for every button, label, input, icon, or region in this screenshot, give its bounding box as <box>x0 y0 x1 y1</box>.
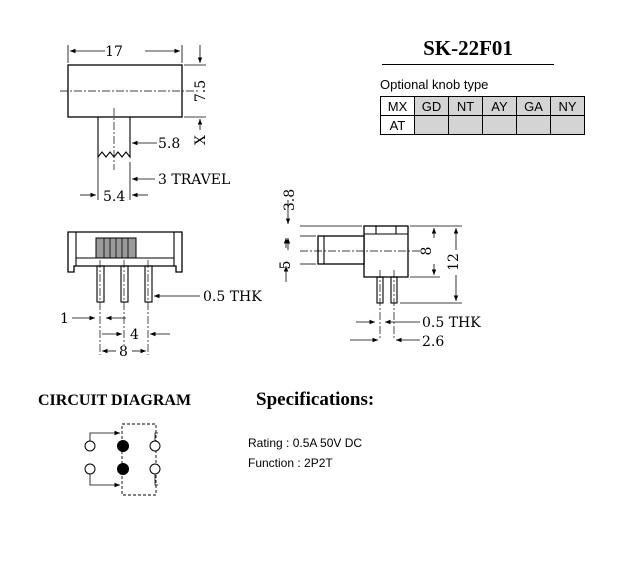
dim-pin-width: 1 <box>60 311 69 327</box>
knob-cell: NT <box>448 96 483 116</box>
dim-x-mark: X <box>193 135 209 145</box>
knob-cell: AY <box>482 96 517 116</box>
terminal-right-top <box>149 440 161 452</box>
knob-cell: MX <box>380 96 415 116</box>
dim-actuator: 5.8 <box>158 136 180 152</box>
knob-cell <box>414 115 449 135</box>
knob-cell <box>448 115 483 135</box>
knob-cell <box>482 115 517 135</box>
model-underline <box>382 64 554 65</box>
circuit-diagram-title: CIRCUIT DIAGRAM <box>38 392 192 409</box>
front-view: 0.5 THK 1 4 8 <box>60 231 262 360</box>
dim-height: 7.5 <box>193 80 209 102</box>
dim-front-thk: 0.5 THK <box>203 289 262 305</box>
knob-cell <box>516 115 551 135</box>
dim-offset: 5.4 <box>103 189 125 205</box>
knob-cell: NY <box>550 96 585 116</box>
dim-side-thk: 0.5 THK <box>422 315 481 331</box>
dim-width: 17 <box>105 44 123 60</box>
knob-cell: GA <box>516 96 551 116</box>
dim-knob-h: 5 <box>278 261 294 270</box>
knob-table: MX GD NT AY GA NY AT <box>380 96 585 135</box>
knob-row-2: AT <box>380 115 585 135</box>
dim-pin-span: 8 <box>119 344 128 360</box>
terminal-left-bottom <box>84 463 96 475</box>
terminal-common-top <box>117 440 129 452</box>
knob-table-title: Optional knob type <box>380 77 489 92</box>
knob-cell: GD <box>414 96 449 116</box>
terminal-left-top <box>84 440 96 452</box>
spec-rating: Rating : 0.5A 50V DC <box>248 436 363 450</box>
terminal-right-bottom <box>149 463 161 475</box>
dim-travel: 3 TRAVEL <box>158 172 230 188</box>
dim-total-h: 12 <box>446 253 462 271</box>
dim-pin-pitch: 4 <box>130 327 139 343</box>
dim-knob-len: 3.8 <box>282 189 298 211</box>
knob-cell <box>550 115 585 135</box>
knob-row-1: MX GD NT AY GA NY <box>380 96 585 116</box>
terminal-common-bottom <box>117 463 129 475</box>
side-view: 3.8 5 8 12 0.5 THK 2.6 <box>278 189 481 350</box>
knob-cell: AT <box>380 115 415 135</box>
top-view: 17 7.5 X 5.8 3 TRAVEL 5.4 <box>60 44 230 205</box>
model-title: SK-22F01 <box>423 36 513 60</box>
side-knob <box>317 235 365 265</box>
specifications-title: Specifications: <box>256 389 375 410</box>
dim-body-h: 8 <box>419 247 435 256</box>
circuit-diagram <box>84 423 161 496</box>
dim-pin-offset: 2.6 <box>422 334 444 350</box>
spec-function: Function : 2P2T <box>248 456 333 470</box>
